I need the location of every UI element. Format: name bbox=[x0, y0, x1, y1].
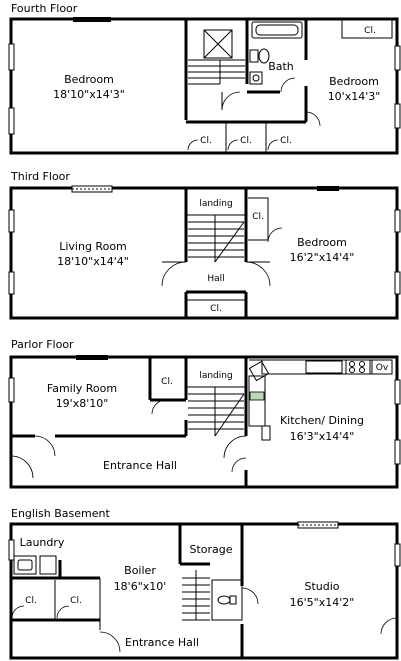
parlor-kitchen-name: Kitchen/ Dining bbox=[280, 414, 364, 427]
fourth-right-window-2 bbox=[394, 103, 401, 129]
fourth-floor-title: Fourth Floor bbox=[11, 2, 78, 15]
parlor-kitchen-dim: 16'3"x14'4" bbox=[290, 430, 355, 443]
fourth-bath-name: Bath bbox=[268, 60, 294, 73]
parlor-closet-label: Cl. bbox=[161, 377, 173, 387]
parlor-right-window-2 bbox=[394, 439, 401, 465]
parlor-family-dim: 19'x8'10" bbox=[56, 397, 109, 410]
third-left-window-1 bbox=[8, 209, 15, 233]
parlor-floor-outer-wall bbox=[9, 355, 399, 489]
parlor-entrance-name: Entrance Hall bbox=[103, 459, 177, 472]
fourth-bedroom-b-dim: 10'x14'3" bbox=[328, 90, 381, 103]
fourth-top-window bbox=[73, 17, 111, 22]
third-floor-title: Third Floor bbox=[10, 170, 70, 183]
third-closet-right-wall bbox=[248, 197, 269, 241]
basement-floor-title: English Basement bbox=[11, 507, 110, 520]
kitchen-side-counter bbox=[248, 375, 266, 427]
kitchen-sink bbox=[248, 360, 270, 382]
basement-toilet bbox=[217, 595, 231, 605]
parlor-floor-title: Parlor Floor bbox=[11, 338, 74, 351]
basement-right-window bbox=[394, 543, 401, 567]
basement-left-window bbox=[8, 539, 15, 561]
third-left-window-2 bbox=[8, 271, 15, 295]
third-stairs bbox=[188, 215, 245, 263]
parlor-left-window bbox=[8, 377, 15, 403]
fourth-closet-top-right-wall bbox=[341, 19, 393, 39]
parlor-family-name: Family Room bbox=[47, 382, 117, 395]
third-landing-name: landing bbox=[199, 199, 232, 209]
third-floor: Third Floor bbox=[8, 170, 401, 320]
dryer bbox=[39, 555, 57, 575]
basement-outer-wall bbox=[9, 522, 399, 660]
basement-half-bath bbox=[211, 579, 243, 621]
parlor-oven-label: Ov bbox=[376, 363, 389, 373]
basement-storage-name: Storage bbox=[189, 543, 232, 556]
fourth-skylight bbox=[203, 29, 233, 59]
kitchen-oven bbox=[371, 359, 393, 375]
basement-studio-dim: 16'5"x14'2" bbox=[290, 596, 355, 609]
basement-stairs bbox=[182, 570, 210, 621]
kitchen-appliance bbox=[249, 391, 265, 401]
parlor-stairs bbox=[188, 387, 245, 437]
fourth-stairs bbox=[188, 59, 245, 85]
third-closet-label-2: Cl. bbox=[210, 304, 222, 314]
third-top-window bbox=[317, 186, 339, 191]
fourth-closet-label-1: Cl. bbox=[364, 26, 376, 36]
fourth-closet-label-3: Cl. bbox=[240, 136, 252, 146]
third-closet-label-1: Cl. bbox=[252, 212, 264, 222]
fourth-bedroom-b-name: Bedroom bbox=[329, 75, 379, 88]
fourth-floor-outer-wall bbox=[9, 17, 399, 155]
third-floor-outer-wall bbox=[9, 186, 399, 320]
fourth-floor: Fourth Floor bbox=[8, 2, 401, 155]
fourth-left-window-2 bbox=[8, 107, 15, 135]
fourth-closet-label-2: Cl. bbox=[200, 136, 212, 146]
parlor-right-window-1 bbox=[394, 379, 401, 405]
fourth-bedroom-a-dim: 18'10"x14'3" bbox=[53, 88, 125, 101]
parlor-floor: Parlor Floor bbox=[8, 338, 401, 489]
basement-floor: English Basement bbox=[8, 507, 401, 660]
third-hall-name: Hall bbox=[207, 274, 224, 284]
third-living-name: Living Room bbox=[59, 240, 127, 253]
fourth-closet-label-4: Cl. bbox=[280, 136, 292, 146]
basement-entrance-name: Entrance Hall bbox=[125, 636, 199, 649]
third-bedroom-name: Bedroom bbox=[297, 236, 347, 249]
fourth-right-window-1 bbox=[394, 45, 401, 71]
basement-boiler-dim: 18'6"x10' bbox=[114, 580, 167, 593]
basement-studio-name: Studio bbox=[304, 580, 339, 593]
third-living-dim: 18'10"x14'4" bbox=[57, 255, 129, 268]
basement-laundry-name: Laundry bbox=[20, 536, 65, 549]
bathtub bbox=[251, 21, 303, 39]
fourth-sink bbox=[249, 71, 263, 85]
third-right-window-1 bbox=[394, 209, 401, 233]
parlor-top-window bbox=[76, 355, 108, 360]
third-right-window-2 bbox=[394, 271, 401, 295]
fourth-left-window-1 bbox=[8, 43, 15, 71]
basement-closet-label-2: Cl. bbox=[70, 596, 82, 606]
basement-closet-label-1: Cl. bbox=[25, 596, 37, 606]
basement-boiler-name: Boiler bbox=[124, 564, 156, 577]
third-bedroom-dim: 16'2"x14'4" bbox=[290, 251, 355, 264]
fourth-bedroom-a-name: Bedroom bbox=[64, 73, 114, 86]
kitchen-stove bbox=[345, 359, 371, 375]
washer bbox=[13, 555, 37, 575]
parlor-landing-name: landing bbox=[199, 371, 232, 381]
kitchen-counter-pattern bbox=[305, 360, 343, 374]
fourth-toilet bbox=[258, 48, 270, 64]
